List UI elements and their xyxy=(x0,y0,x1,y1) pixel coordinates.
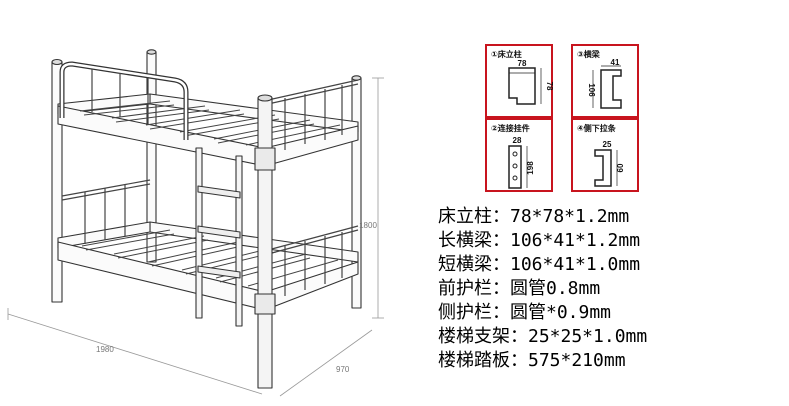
part-card-bed-post: ①床立柱 78 78 xyxy=(485,44,554,118)
height-dimension: 1800 xyxy=(359,221,377,230)
spec-line: 床立柱：78*78*1.2mm xyxy=(438,206,630,227)
dim-width: 78 xyxy=(518,59,527,68)
bed-post-profile-icon: 78 78 xyxy=(508,59,554,105)
dim-height: 198 xyxy=(526,161,535,175)
part-title: ①床立柱 xyxy=(491,50,522,59)
length-dimension: 1980 xyxy=(96,345,114,354)
bunk-bed-drawing: 1800 1980 970 xyxy=(7,49,384,397)
spec-line: 侧护栏：圆管*0.9mm xyxy=(438,302,612,323)
part-card-crossbeam: ③横梁 41 106 xyxy=(571,44,639,118)
part-card-connector: ②连接挂件 28 198 xyxy=(485,118,553,192)
depth-dimension: 970 xyxy=(336,365,350,374)
spec-line: 前护栏：圆管0.8mm xyxy=(438,278,601,299)
side-tie-profile-icon: 25 60 xyxy=(594,140,625,187)
part-card-side-tie: ④侧下拉条 25 60 xyxy=(571,118,639,192)
spec-line: 楼梯踏板：575*210mm xyxy=(438,350,626,371)
part-title: ②连接挂件 xyxy=(491,124,530,133)
spec-line: 楼梯支架：25*25*1.0mm xyxy=(438,326,648,347)
ladder xyxy=(195,147,243,327)
spec-line: 短横梁：106*41*1.0mm xyxy=(438,254,641,275)
part-title: ④侧下拉条 xyxy=(577,124,616,133)
spec-list: 床立柱：78*78*1.2mm 长横梁：106*41*1.2mm 短横梁：106… xyxy=(438,205,783,373)
front-right-post xyxy=(257,97,273,389)
part-title: ③横梁 xyxy=(577,50,600,59)
spec-line: 长横梁：106*41*1.2mm xyxy=(438,230,641,251)
connector-profile-icon: 28 198 xyxy=(508,136,535,189)
crossbeam-profile-icon: 41 106 xyxy=(587,58,622,109)
dim-height: 78 xyxy=(545,82,554,91)
upper-back-rail xyxy=(149,93,359,133)
dim-width: 41 xyxy=(611,58,620,67)
dim-height: 60 xyxy=(616,163,625,172)
dim-width: 28 xyxy=(513,136,522,145)
dim-height: 106 xyxy=(587,83,596,97)
dim-width: 25 xyxy=(603,140,612,149)
